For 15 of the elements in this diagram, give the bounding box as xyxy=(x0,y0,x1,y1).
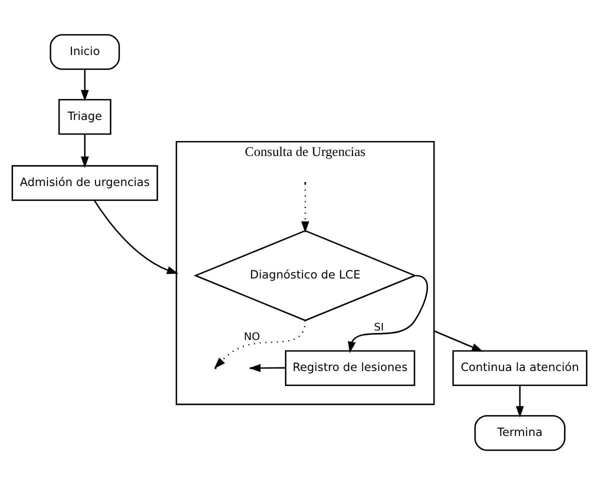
node-box: Termina xyxy=(474,414,566,450)
node-box: Inicio xyxy=(50,34,120,70)
arrow xyxy=(516,385,524,418)
node-box: Admisión de urgencias xyxy=(12,164,158,200)
node-box: Registro de lesiones xyxy=(284,350,416,386)
node-box: Triage xyxy=(58,98,112,134)
edge-label: NO xyxy=(244,330,260,342)
arrow xyxy=(80,134,89,168)
edge-label: SI xyxy=(374,321,384,334)
arrow xyxy=(434,330,484,352)
arrow xyxy=(80,68,89,101)
arrow xyxy=(94,199,178,274)
node-box: Continua la atención xyxy=(452,350,588,386)
node-diamond: Diagnóstico de LCE xyxy=(194,229,417,321)
arrow xyxy=(301,184,310,232)
